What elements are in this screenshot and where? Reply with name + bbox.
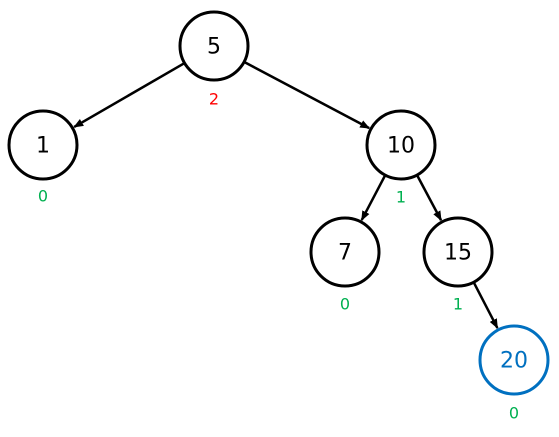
edge-n5-n1	[73, 61, 186, 129]
edge-n15-n20	[472, 281, 499, 329]
balance-factor: 1	[453, 295, 463, 314]
balance-factor: 1	[396, 188, 406, 207]
node-circle	[7, 109, 79, 181]
node-value: 7	[338, 241, 352, 266]
balance-factor: 2	[209, 90, 219, 109]
balance-factor: 0	[38, 187, 48, 206]
tree-node-10: 10 1	[365, 109, 437, 207]
node-value: 1	[36, 134, 50, 159]
balance-factor: 0	[340, 295, 350, 314]
node-value: 20	[500, 349, 528, 374]
tree-node-7: 70	[309, 216, 381, 314]
tree-node-1: 10	[7, 109, 79, 206]
edge-n10-n7	[360, 174, 387, 221]
node-value: 5	[207, 35, 221, 60]
node-value: 15	[444, 241, 472, 266]
edge-n10-n15	[415, 174, 443, 222]
tree-node-20: 20 0	[478, 324, 550, 423]
node-circle	[365, 109, 437, 181]
edge-n5-n10	[243, 60, 371, 130]
node-circle	[478, 324, 550, 396]
tree-node-15: 15 1	[422, 216, 494, 314]
tree-node-5: 52	[178, 10, 250, 109]
node-circle	[422, 216, 494, 288]
node-circle	[178, 10, 250, 82]
node-value: 10	[387, 134, 415, 159]
balance-factor: 0	[509, 404, 519, 423]
node-circle	[309, 216, 381, 288]
edges-layer	[73, 60, 499, 329]
